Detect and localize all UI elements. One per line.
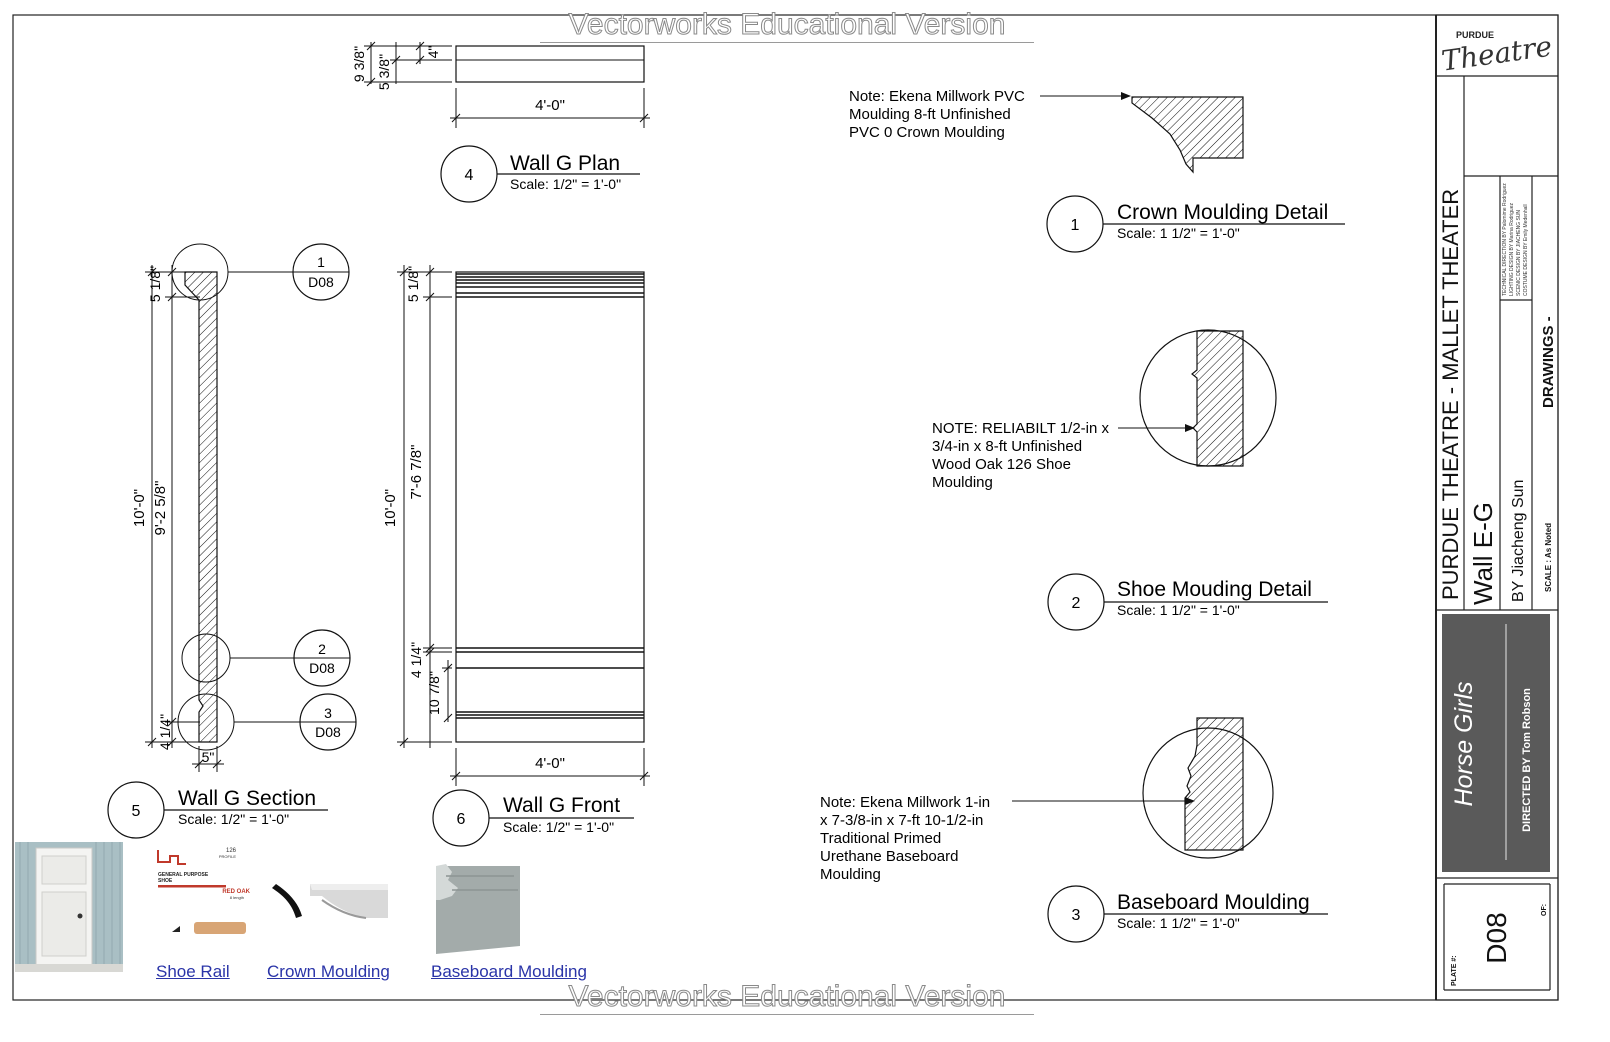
drawn-by: BY Jiacheng Sun	[1510, 480, 1527, 602]
baseboard-product	[436, 864, 520, 954]
drawings-label: DRAWINGS -	[1540, 316, 1557, 408]
svg-text:SCENIC DESIGN BY JIACHENG SU: SCENIC DESIGN BY JIACHENG SUN	[1516, 210, 1522, 296]
crown-moulding-profile	[1040, 92, 1244, 174]
crown-moulding-link[interactable]: Crown Moulding	[267, 962, 390, 981]
show-panel: Horse Girls DIRECTED BY Tom Robson	[1442, 614, 1550, 872]
front-dim-mid: 7'-6 7/8"	[408, 445, 425, 500]
logo-top-text: PURDUE	[1456, 30, 1494, 40]
product-length: 8 length	[230, 895, 244, 900]
shoe-rail-link[interactable]: Shoe Rail	[156, 962, 230, 981]
section-dim-mid: 9'-2 5/8"	[152, 481, 169, 536]
of-label: OF:	[1541, 904, 1548, 916]
door-photo	[15, 842, 123, 972]
crown-detail-title: Crown Moulding Detail	[1117, 201, 1328, 224]
shoe-detail-label: 2 Shoe Mouding Detail Scale: 1 1/2" = 1'…	[1047, 573, 1328, 631]
section-dim-bottom: 4 1/4"	[157, 714, 173, 750]
callout-1-number: 1	[317, 254, 325, 270]
wall-g-plan	[364, 41, 650, 128]
callout-3-number: 3	[324, 705, 332, 721]
callout-2-number: 2	[318, 641, 326, 657]
baseboard-detail-scale: Scale: 1 1/2" = 1'-0"	[1117, 915, 1240, 931]
venue-title: PURDUE THEATRE - MALLET THEATER	[1438, 189, 1463, 600]
baseboard-moulding-link[interactable]: Baseboard Moulding	[431, 962, 587, 981]
shoe-rail-product-card: 126 PROFILE GENERAL PURPOSE SHOE RED OAK…	[157, 848, 251, 934]
crown-note: Note: Ekena Millwork PVC Moulding 8-ft U…	[849, 88, 1029, 141]
front-dim-top: 5 1/8"	[405, 266, 421, 302]
product-brand: GENERAL PURPOSE	[158, 872, 209, 878]
front-dim-low2: 10 7/8"	[426, 671, 442, 715]
crown-detail-label: 1 Crown Moulding Detail Scale: 1 1/2" = …	[1046, 195, 1345, 253]
plan-dim-width: 4'-0"	[535, 97, 565, 114]
front-dim-height: 10'-0"	[382, 489, 399, 527]
show-title: Horse Girls	[1450, 681, 1478, 806]
svg-text:COSTUME DESIGN BY Emily Mede: COSTUME DESIGN BY Emily Medenhall	[1523, 204, 1529, 296]
shoe-detail-number: 2	[1072, 595, 1081, 612]
callout-1-sheet: D08	[308, 274, 334, 290]
callout-2-sheet: D08	[309, 660, 335, 676]
crown-detail-scale: Scale: 1 1/2" = 1'-0"	[1117, 225, 1240, 241]
design-credits: TECHNICAL DIRECTION BY Palomime Rodrigue…	[1502, 183, 1529, 296]
section-view-title: Wall G Section	[178, 787, 316, 810]
section-callout-3: 3 D08	[299, 693, 357, 751]
plan-dim-top: 4"	[425, 46, 441, 59]
shoe-moulding-profile	[1118, 329, 1277, 467]
section-callout-2: 2 D08	[293, 629, 351, 687]
shoe-note: NOTE: RELIABILT 1/2-in x 3/4-in x 8-ft U…	[932, 420, 1113, 491]
plate-number-label: PLATE #:	[1451, 955, 1458, 986]
scale-label: SCALE : As Noted	[1544, 523, 1553, 592]
section-dim-height: 10'-0"	[131, 489, 148, 527]
shoe-detail-scale: Scale: 1 1/2" = 1'-0"	[1117, 602, 1240, 618]
section-view-label: 5 Wall G Section Scale: 1/2" = 1'-0"	[107, 781, 328, 839]
watermark-top: Vectorworks Educational Version	[540, 8, 1034, 43]
directed-by: DIRECTED BY Tom Robson	[1521, 688, 1533, 832]
watermark-bottom: Vectorworks Educational Version	[540, 980, 1034, 1015]
plan-view-title: Wall G Plan	[510, 152, 620, 175]
front-view-number: 6	[457, 811, 466, 828]
section-view-scale: Scale: 1/2" = 1'-0"	[178, 811, 289, 827]
purdue-theatre-logo: PURDUE Theatre	[1439, 30, 1554, 78]
svg-text:LIGHTING DESIGN BY Marina Ro: LIGHTING DESIGN BY Marina Rodriguez	[1509, 203, 1515, 296]
wall-g-section	[145, 243, 300, 772]
crown-detail-number: 1	[1071, 217, 1080, 234]
plan-view-scale: Scale: 1/2" = 1'-0"	[510, 176, 621, 192]
baseboard-moulding-profile	[1012, 717, 1274, 859]
front-view-label: 6 Wall G Front Scale: 1/2" = 1'-0"	[432, 789, 634, 847]
plan-view-label: 4 Wall G Plan Scale: 1/2" = 1'-0"	[440, 145, 640, 203]
svg-text:TECHNICAL DIRECTION BY Palom: TECHNICAL DIRECTION BY Palomime Rodrigue…	[1502, 183, 1508, 296]
plate-number: D08	[1481, 912, 1512, 963]
front-view-title: Wall G Front	[503, 794, 620, 817]
product-wood: RED OAK	[222, 889, 250, 895]
plan-dim-bottom: 5 3/8"	[376, 54, 392, 90]
sheet-border	[12, 14, 1559, 1001]
plan-dim-total: 9 3/8"	[351, 46, 367, 82]
callout-3-sheet: D08	[315, 724, 341, 740]
shoe-detail-title: Shoe Mouding Detail	[1117, 578, 1312, 601]
section-dim-top: 5 1/8"	[147, 266, 163, 302]
wall-g-front	[397, 265, 650, 786]
section-callout-1: 1 D08	[292, 243, 350, 301]
crown-moulding-product	[272, 884, 388, 919]
product-profile: PROFILE	[219, 854, 236, 859]
front-dim-width: 4'-0"	[535, 755, 565, 772]
front-view-scale: Scale: 1/2" = 1'-0"	[503, 819, 614, 835]
front-dim-low1: 4 1/4"	[408, 642, 424, 678]
baseboard-note: Note: Ekena Millwork 1-in x 7-3/8-in x 7…	[820, 794, 994, 883]
product-kind: SHOE	[158, 878, 173, 884]
title-block	[1435, 14, 1559, 1001]
section-view-number: 5	[132, 803, 141, 820]
section-dim-width: 5"	[202, 749, 215, 765]
baseboard-detail-title: Baseboard Moulding	[1117, 891, 1310, 914]
plan-view-number: 4	[465, 167, 474, 184]
baseboard-detail-number: 3	[1072, 907, 1081, 924]
sheet-title: Wall E-G	[1468, 502, 1498, 605]
baseboard-detail-label: 3 Baseboard Moulding Scale: 1 1/2" = 1'-…	[1047, 885, 1328, 943]
product-code: 126	[226, 848, 237, 854]
